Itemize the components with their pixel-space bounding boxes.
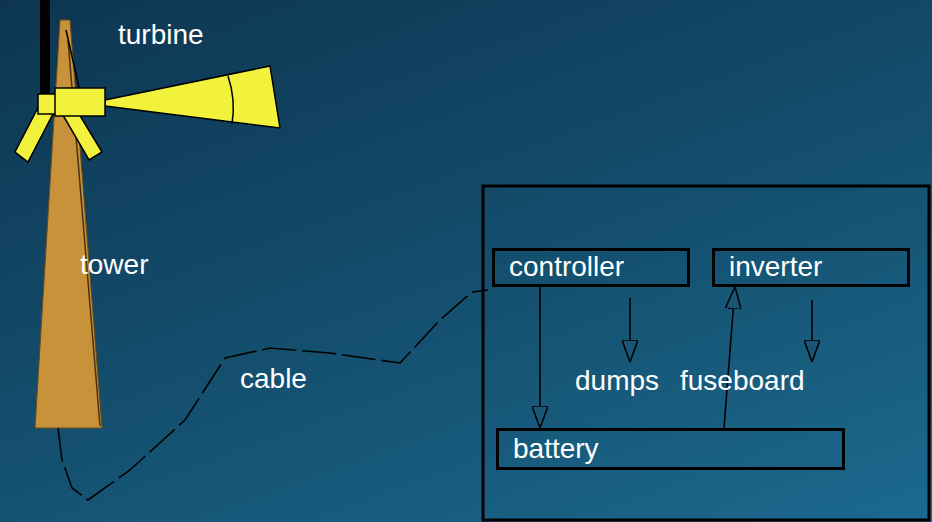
part-label: dumps [575,366,659,397]
flow-arrow [539,287,541,428]
part-label: fuseboard [680,366,805,397]
cable-line [58,290,488,500]
flow-arrow [724,287,735,428]
dumps-arrow [629,298,631,362]
component-box: inverter [712,248,910,287]
rotor-blade [105,66,280,128]
part-label: tower [80,250,148,281]
blade-arc [228,76,233,124]
component-name: battery [513,434,599,465]
nacelle [55,88,105,116]
mast-pole [40,0,50,95]
component-name: controller [509,252,624,283]
component-name: inverter [729,252,822,283]
tail-line [66,30,80,92]
component-box: battery [496,428,845,470]
fuseboard-arrow [811,300,813,362]
housing-box [483,186,929,520]
part-label: cable [240,364,307,395]
component-box: controller [492,248,690,287]
part-label: turbine [118,20,204,51]
